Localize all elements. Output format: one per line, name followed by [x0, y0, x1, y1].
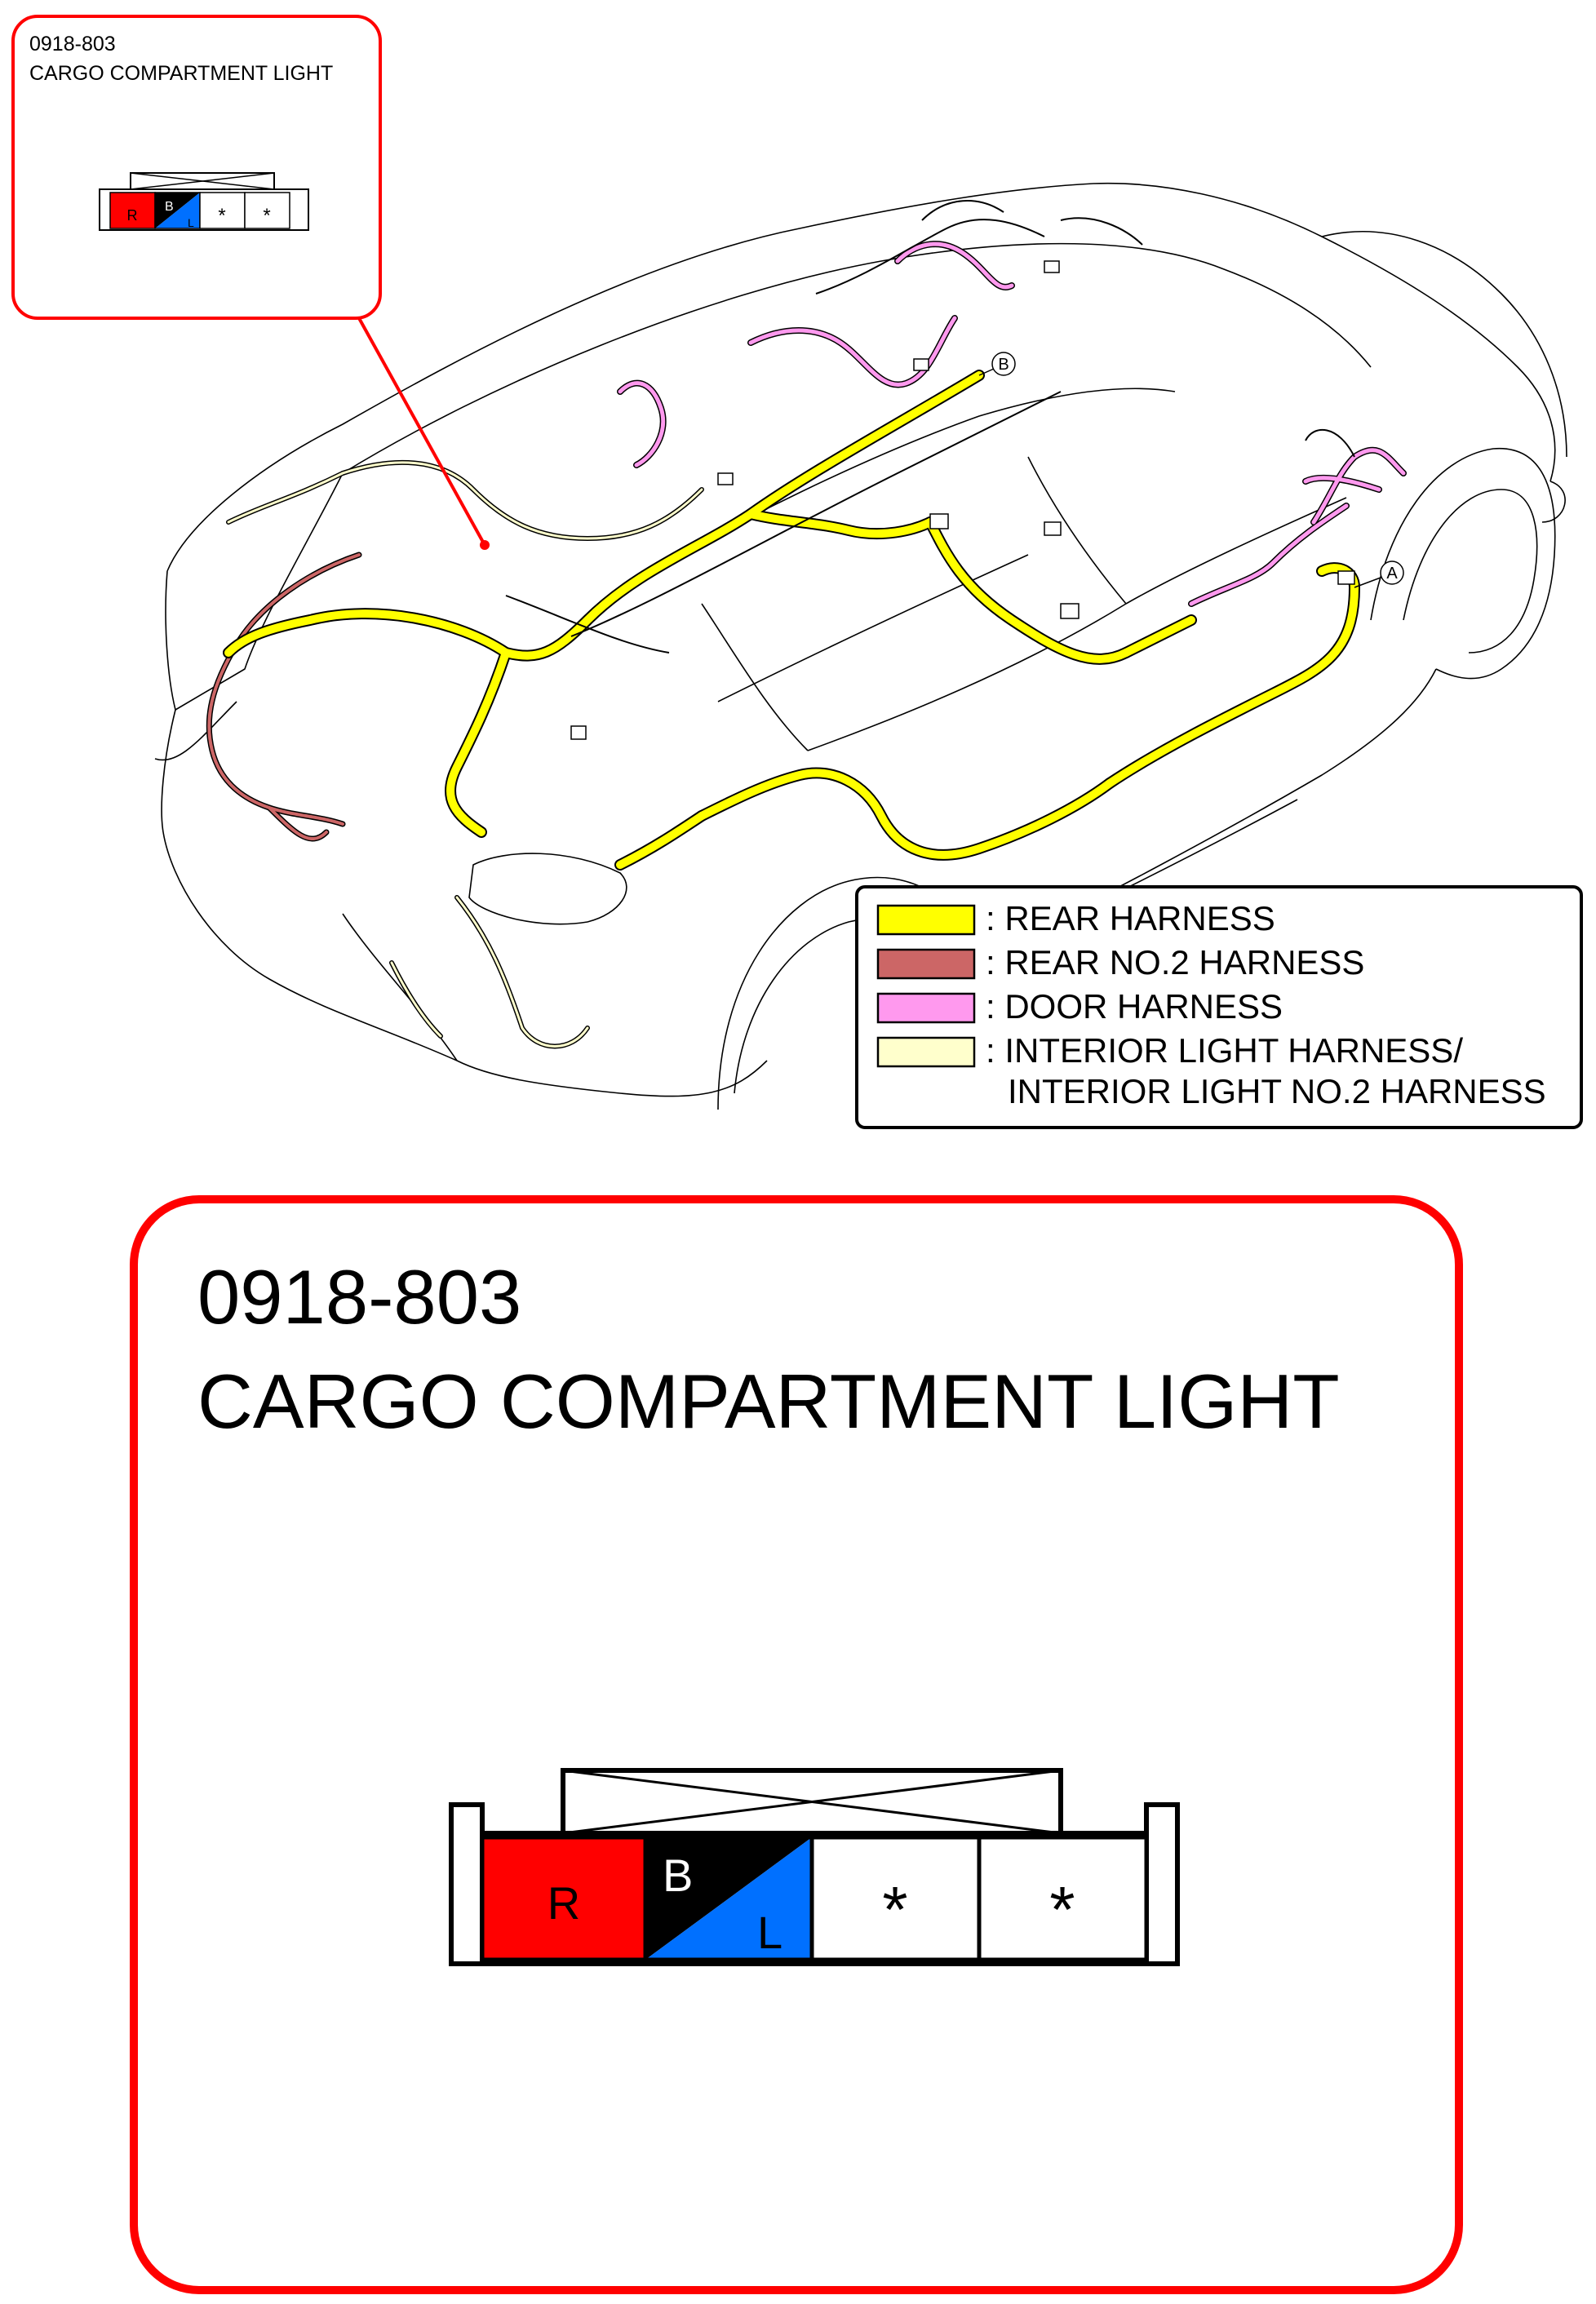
svg-text:: REAR HARNESS: : REAR HARNESS [986, 899, 1275, 937]
marker-b: B [978, 352, 1016, 376]
inset-connector: R B L * * [99, 172, 309, 231]
rear-no2-harness-wires [207, 553, 361, 841]
main-connector: R B L * * [449, 1768, 1180, 1966]
svg-text:*: * [1049, 1873, 1075, 1946]
inset-pin-bl-blue [155, 193, 200, 228]
svg-text:B: B [663, 1850, 693, 1901]
harness-legend: : REAR HARNESS : REAR NO.2 HARNESS : DOO… [855, 885, 1583, 1129]
svg-text:*: * [263, 205, 270, 227]
inset-pin-3 [199, 192, 246, 229]
svg-text:: REAR NO.2 HARNESS: : REAR NO.2 HARNESS [986, 943, 1364, 981]
inset-title: CARGO COMPARTMENT LIGHT [29, 62, 333, 85]
interior-light-harness-wires [227, 461, 703, 1048]
svg-text:L: L [757, 1907, 782, 1958]
main-code: 0918-803 [197, 1254, 521, 1340]
harness-connectors [570, 260, 1355, 740]
svg-text:R: R [127, 207, 138, 224]
svg-text:*: * [218, 205, 225, 227]
inset-code: 0918-803 [29, 33, 116, 55]
pin-4-unused [977, 1835, 1149, 1962]
svg-text:R: R [548, 1877, 580, 1929]
svg-text:: DOOR HARNESS: : DOOR HARNESS [986, 987, 1283, 1026]
inset-pin-r [109, 192, 156, 229]
rear-harness-wires [224, 371, 1359, 869]
legend-item-rear-harness: : REAR HARNESS [876, 899, 1275, 937]
svg-text:INTERIOR LIGHT NO.2 HARNESS: INTERIOR LIGHT NO.2 HARNESS [1008, 1072, 1546, 1110]
thin-wires [505, 200, 1355, 654]
svg-text:A: A [1386, 565, 1398, 583]
svg-text:B: B [165, 200, 174, 214]
legend-item-interior-light-harness: : INTERIOR LIGHT HARNESS/ INTERIOR LIGHT… [876, 1031, 1546, 1110]
main-title: CARGO COMPARTMENT LIGHT [197, 1358, 1340, 1444]
callout-leader-line [357, 317, 486, 546]
legend-item-rear-no2-harness: : REAR NO.2 HARNESS [876, 943, 1364, 981]
svg-text:: INTERIOR LIGHT HARNESS/: : INTERIOR LIGHT HARNESS/ [986, 1031, 1463, 1070]
svg-text:B: B [998, 356, 1009, 374]
svg-text:L: L [188, 216, 194, 229]
inset-callout: 0918-803 CARGO COMPARTMENT LIGHT R B L *… [11, 15, 382, 320]
main-connector-panel: 0918-803 CARGO COMPARTMENT LIGHT R B L * [130, 1195, 1463, 2294]
marker-a: A [1354, 560, 1404, 588]
pin-bl-blue [645, 1837, 812, 1960]
svg-text:*: * [882, 1873, 907, 1946]
pin-3-unused [809, 1835, 982, 1962]
inset-pin-4 [244, 192, 290, 229]
legend-item-door-harness: : DOOR HARNESS [876, 987, 1283, 1026]
pin-r [480, 1835, 648, 1962]
